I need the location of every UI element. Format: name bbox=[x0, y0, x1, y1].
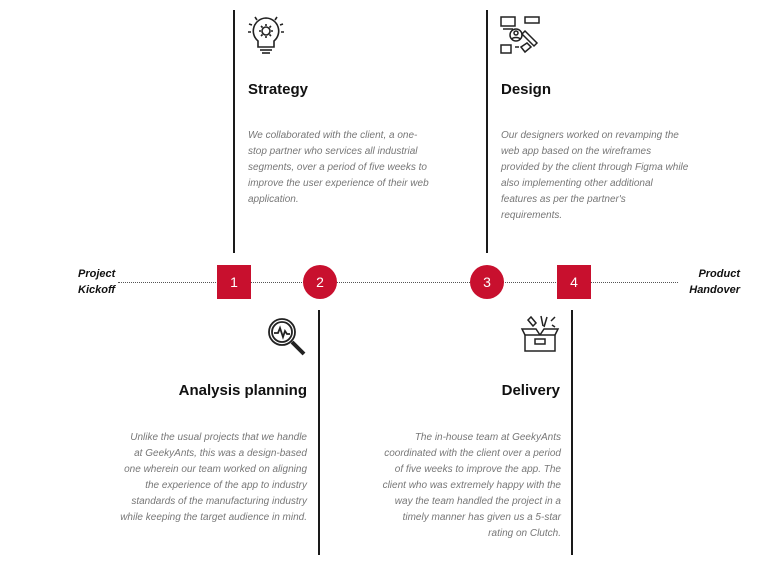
design-tools-icon bbox=[499, 13, 543, 57]
timeline-end-label: Product Handover bbox=[689, 268, 740, 296]
step-marker-3: 3 bbox=[470, 265, 504, 299]
timeline-line bbox=[118, 282, 678, 283]
design-title: Design bbox=[501, 81, 552, 98]
design-description: Our designers worked on revamping the we… bbox=[501, 130, 689, 221]
strategy-divider bbox=[233, 10, 235, 253]
timeline-start-label: Project Kickoff bbox=[78, 268, 116, 296]
strategy-description: We collaborated with the client, a one-s… bbox=[248, 130, 429, 205]
delivery-description: The in-house team at GeekyAnts coordinat… bbox=[382, 432, 561, 539]
delivery-box-icon bbox=[519, 313, 561, 355]
magnifier-chart-icon bbox=[266, 316, 308, 358]
step-marker-1: 1 bbox=[217, 265, 251, 299]
step-marker-2: 2 bbox=[303, 265, 337, 299]
strategy-title: Strategy bbox=[248, 81, 309, 98]
design-divider bbox=[486, 10, 488, 253]
delivery-divider bbox=[571, 310, 573, 555]
analysis-planning-title: Analysis planning bbox=[178, 382, 307, 399]
delivery-title: Delivery bbox=[501, 382, 560, 399]
analysis-planning-description: Unlike the usual projects that we handle… bbox=[120, 432, 307, 523]
gear-lightbulb-icon bbox=[245, 14, 287, 56]
analysis-divider bbox=[318, 310, 320, 555]
step-marker-4: 4 bbox=[557, 265, 591, 299]
